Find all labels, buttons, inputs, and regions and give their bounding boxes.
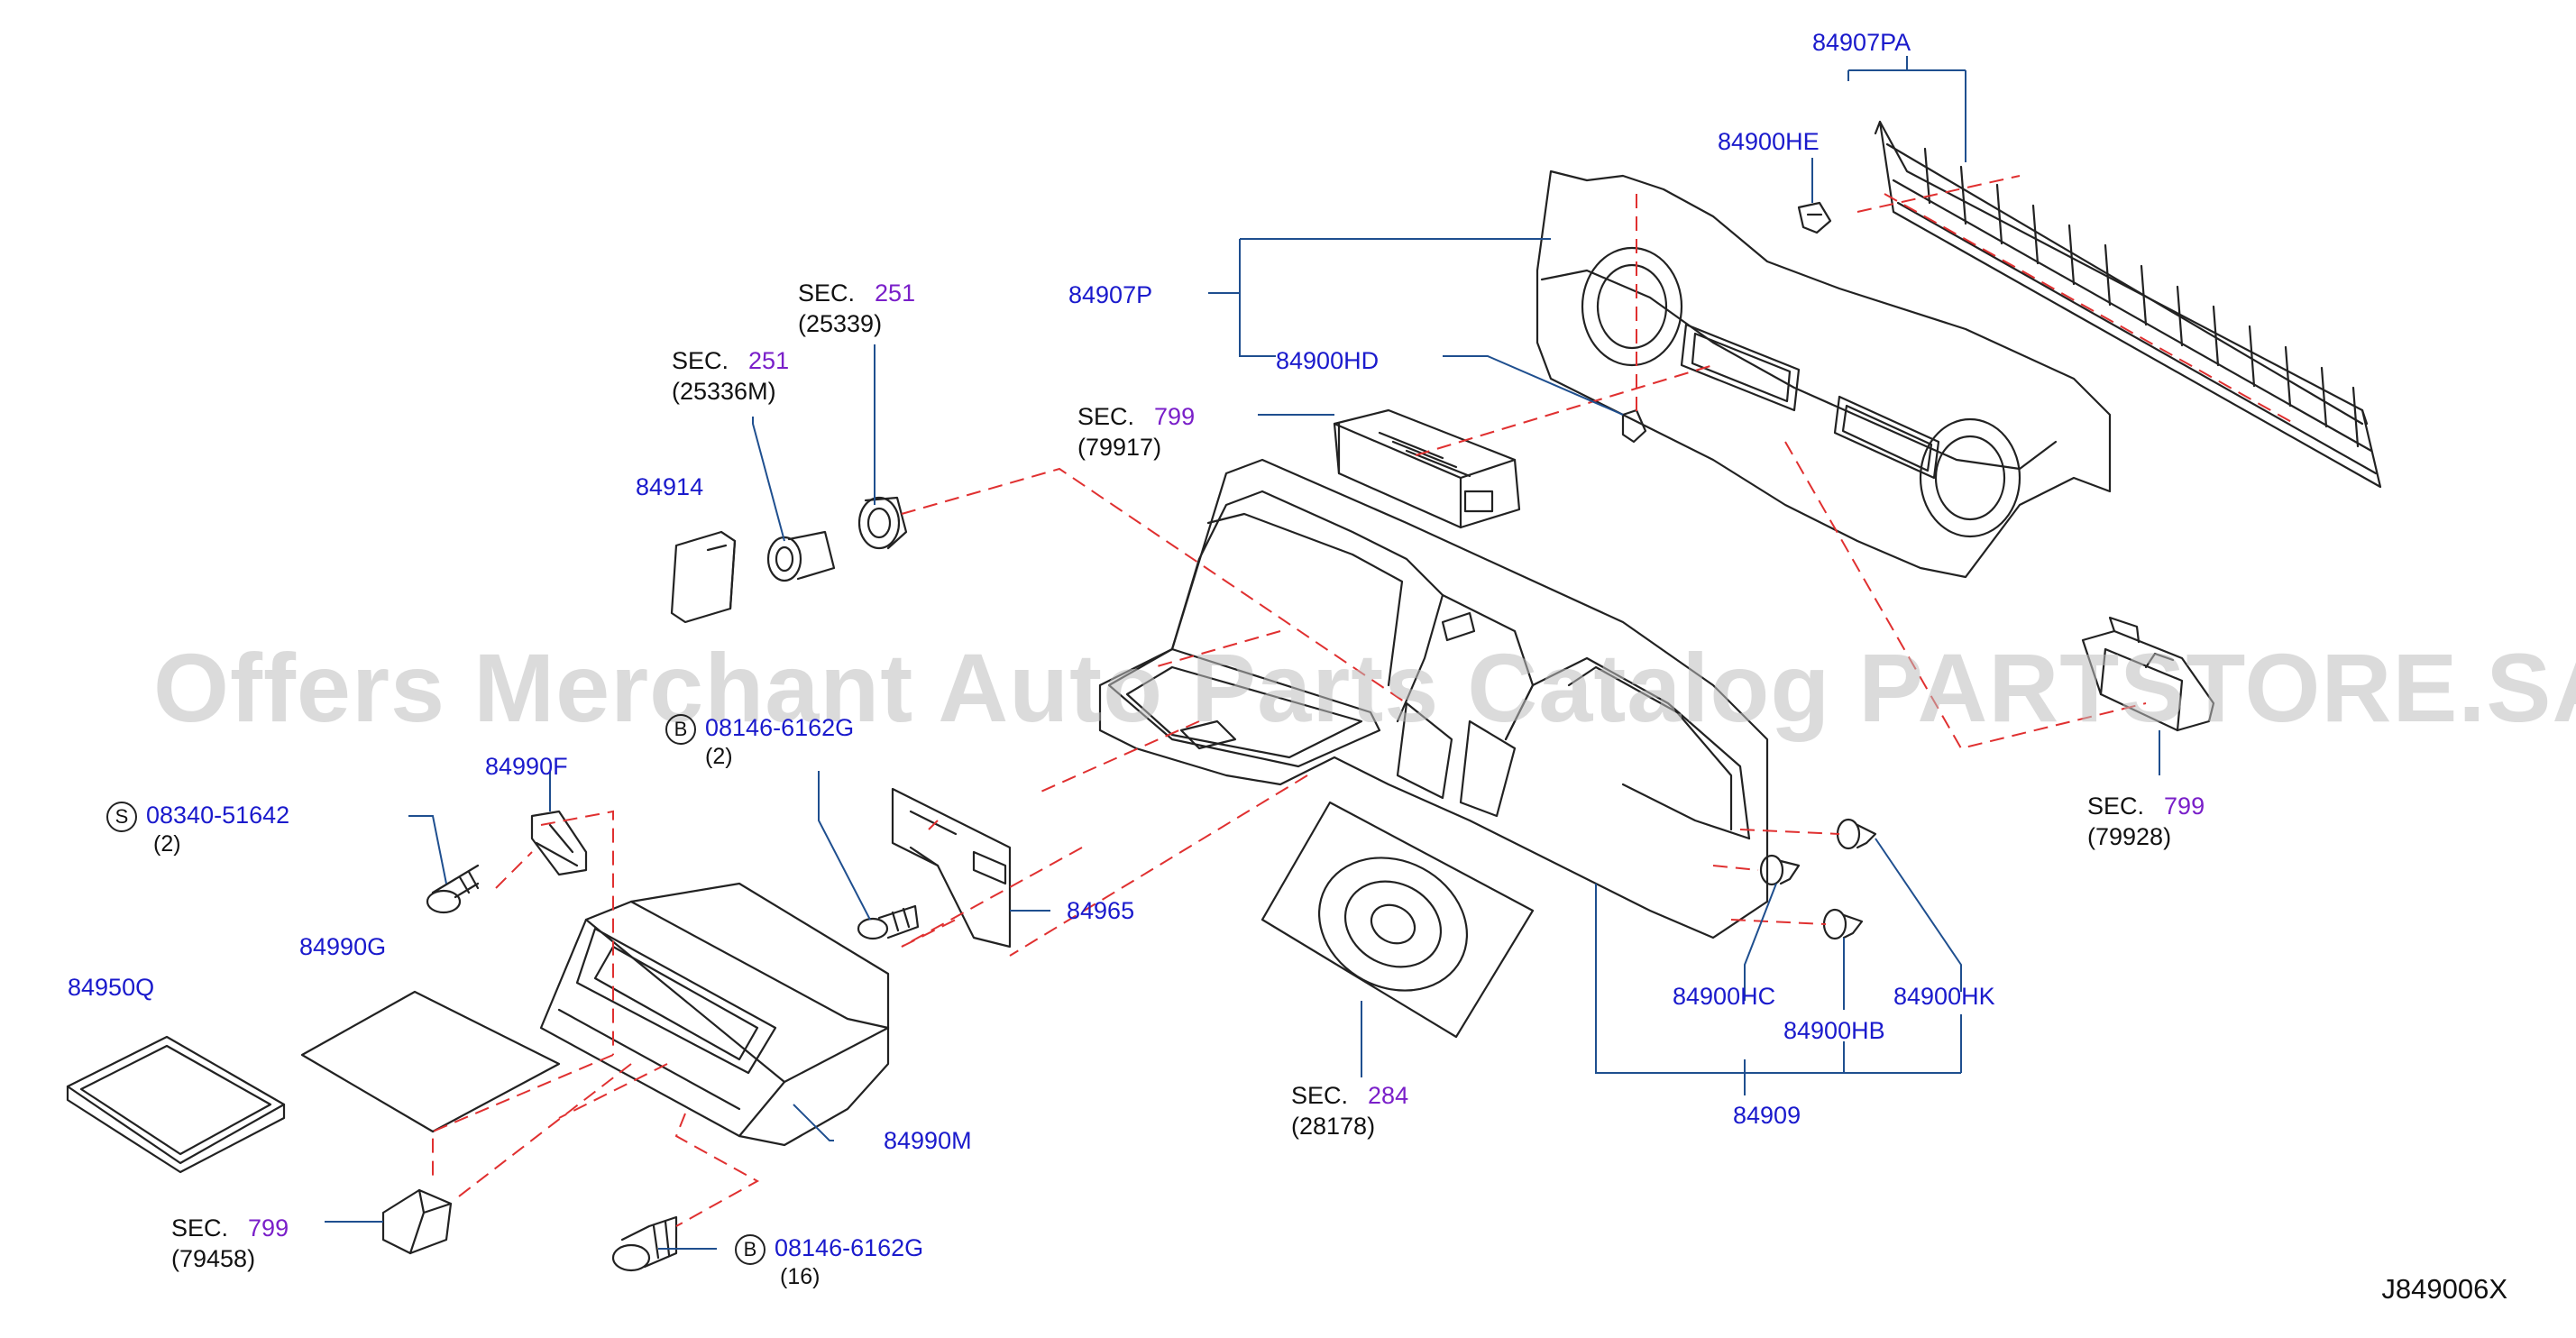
label-bolt-top[interactable]: B 08146-6162G: [665, 714, 854, 745]
label-bolt-bottom[interactable]: B 08146-6162G: [735, 1234, 923, 1265]
diagram-code: J849006X: [2381, 1273, 2507, 1305]
qty-bolt-bottom: (16): [780, 1264, 820, 1289]
sec-number: 799: [248, 1214, 289, 1242]
sec-284[interactable]: SEC. 284 (28178): [1291, 1080, 1408, 1141]
sec-word: SEC.: [672, 347, 729, 374]
sec-ref: (25336M): [672, 378, 776, 405]
sec-ref: (79917): [1077, 434, 1162, 461]
sec-799-c[interactable]: SEC. 799 (79458): [171, 1213, 289, 1274]
clip-84900hd: [1621, 408, 1647, 444]
label-84914[interactable]: 84914: [636, 473, 704, 500]
qty-bolt-top: (2): [705, 744, 733, 769]
sec-number: 799: [2164, 793, 2205, 820]
sec-ref: (79928): [2087, 823, 2172, 850]
assembly-dashes: [432, 175, 2296, 1227]
sec-word: SEC.: [1291, 1082, 1349, 1109]
label-84900hc[interactable]: 84900HC: [1673, 983, 1776, 1010]
sec799-bracket-right: [2081, 616, 2215, 732]
main-panel-frame: [1098, 458, 1769, 939]
sec-ref: (25339): [798, 310, 883, 337]
label-84900hd[interactable]: 84900HD: [1276, 347, 1380, 374]
clip-84900he: [1797, 201, 1832, 234]
sec-number: 251: [875, 280, 916, 307]
mat-84990g: [300, 990, 561, 1133]
bolt-top: [857, 904, 920, 940]
sec284-panel: [1260, 801, 1535, 1039]
bracket-84990f: [530, 810, 588, 876]
label-84907p[interactable]: 84907P: [1068, 281, 1153, 308]
bolt-symbol: B: [735, 1234, 765, 1265]
sec-number: 251: [748, 347, 790, 374]
label-84990f[interactable]: 84990F: [485, 753, 568, 780]
sec-word: SEC.: [798, 280, 856, 307]
sec-word: SEC.: [2087, 793, 2145, 820]
sec-number: 284: [1368, 1082, 1409, 1109]
label-84907pa[interactable]: 84907PA: [1812, 29, 1911, 56]
sec-251-b[interactable]: SEC. 251 (25336M): [672, 345, 789, 407]
screw-symbol: S: [106, 802, 137, 832]
label-84965[interactable]: 84965: [1067, 897, 1135, 924]
clips-group: [1759, 818, 1877, 940]
label-screw[interactable]: S 08340-51642: [106, 802, 289, 832]
sec-word: SEC.: [1077, 403, 1135, 430]
glove-box-84990m: [539, 882, 890, 1147]
bolt-bottom: [611, 1215, 678, 1272]
sec-799-a[interactable]: SEC. 799 (79917): [1077, 401, 1195, 463]
label-84990m[interactable]: 84990M: [884, 1127, 972, 1154]
tray-84950q: [66, 1035, 286, 1174]
sec-ref: (28178): [1291, 1113, 1376, 1140]
qty-screw: (2): [153, 831, 181, 857]
label-84990g[interactable]: 84990G: [299, 933, 387, 960]
bolt-symbol: B: [665, 714, 696, 745]
label-84950q[interactable]: 84950Q: [68, 974, 155, 1001]
sec-251-a[interactable]: SEC. 251 (25339): [798, 278, 915, 339]
sec-word: SEC.: [171, 1214, 229, 1242]
bolt-part-number: 08146-6162G: [775, 1234, 924, 1262]
upper-cover-part: [1536, 170, 2112, 579]
grille-part: [1874, 120, 2382, 489]
sec799-module-top: [1333, 408, 1521, 529]
label-84900hb[interactable]: 84900HB: [1783, 1017, 1885, 1044]
watermark-text: Offers Merchant Auto Parts Catalog PARTS…: [153, 633, 2576, 742]
sec-number: 799: [1154, 403, 1196, 430]
screw-08340: [426, 864, 480, 914]
screw-part-number: 08340-51642: [146, 802, 290, 829]
bracket-84965: [891, 787, 1012, 949]
label-84900he[interactable]: 84900HE: [1718, 128, 1820, 155]
lighter-parts: [670, 496, 908, 624]
sec-ref: (79458): [171, 1245, 256, 1272]
bolt-part-number: 08146-6162G: [705, 714, 855, 742]
sec-799-b[interactable]: SEC. 799 (79928): [2087, 791, 2205, 852]
leader-lines: [325, 56, 2160, 1250]
sec799-small-part: [381, 1188, 453, 1255]
label-84909[interactable]: 84909: [1733, 1102, 1801, 1129]
label-84900hk[interactable]: 84900HK: [1893, 983, 1995, 1010]
